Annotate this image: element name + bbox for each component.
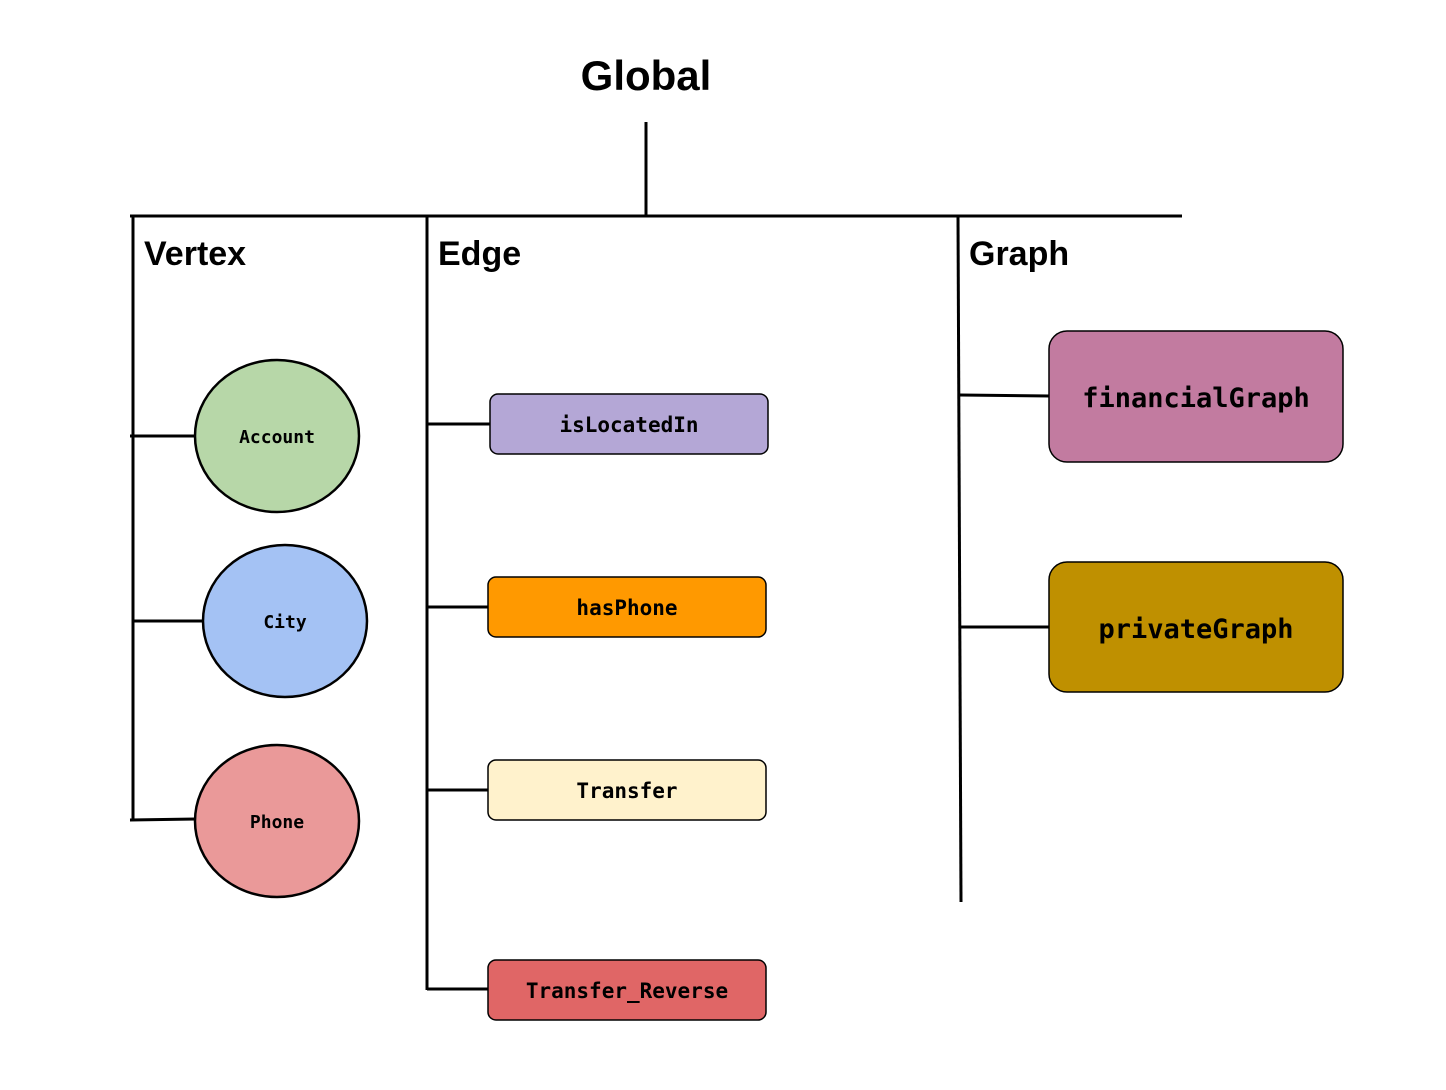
vertex-label-account: Account [239, 427, 315, 448]
graph-heading: Graph [969, 235, 1069, 273]
edge-shape-islocatedin [489, 393, 769, 455]
edge-heading: Edge [438, 235, 521, 273]
edge-label-islocatedin: isLocatedIn [559, 413, 698, 437]
vertex-shape-city [201, 543, 369, 699]
edge-shape-hasphone [487, 576, 767, 638]
edge-node-hasphone[interactable]: hasPhone [487, 576, 767, 638]
graph-branch-financialgraph [959, 393, 1051, 398]
graph-node-privategraph[interactable]: privateGraph [1048, 561, 1344, 693]
edge-shape-transfer-reverse [487, 959, 767, 1021]
edge-label-transfer: Transfer [576, 779, 677, 803]
vertex-label-city: City [263, 612, 307, 633]
vertex-heading: Vertex [144, 235, 246, 273]
vertex-node-account[interactable]: Account [193, 358, 361, 514]
graph-label-privategraph: privateGraph [1098, 614, 1293, 645]
graph-shape-financialgraph [1048, 330, 1344, 463]
edge-node-transfer[interactable]: Transfer [487, 759, 767, 821]
vertex-shape-phone [193, 743, 361, 899]
vertex-label-phone: Phone [250, 812, 304, 833]
vertex-node-phone[interactable]: Phone [193, 743, 361, 899]
edge-label-transfer-reverse: Transfer_Reverse [526, 979, 728, 1003]
graph-label-financialgraph: financialGraph [1082, 383, 1310, 414]
graph-node-financialgraph[interactable]: financialGraph [1048, 330, 1344, 463]
edge-node-islocatedin[interactable]: isLocatedIn [489, 393, 769, 455]
edge-node-transfer-reverse[interactable]: Transfer_Reverse [487, 959, 767, 1021]
vertex-shape-account [193, 358, 361, 514]
vertex-branch-phone [129, 817, 197, 822]
edge-label-hasphone: hasPhone [576, 596, 677, 620]
root-title: Global [581, 52, 712, 99]
vertex-node-city[interactable]: City [201, 543, 369, 699]
graph-spine [956, 215, 963, 903]
edge-shape-transfer [487, 759, 767, 821]
graph-shape-privategraph [1048, 561, 1344, 693]
